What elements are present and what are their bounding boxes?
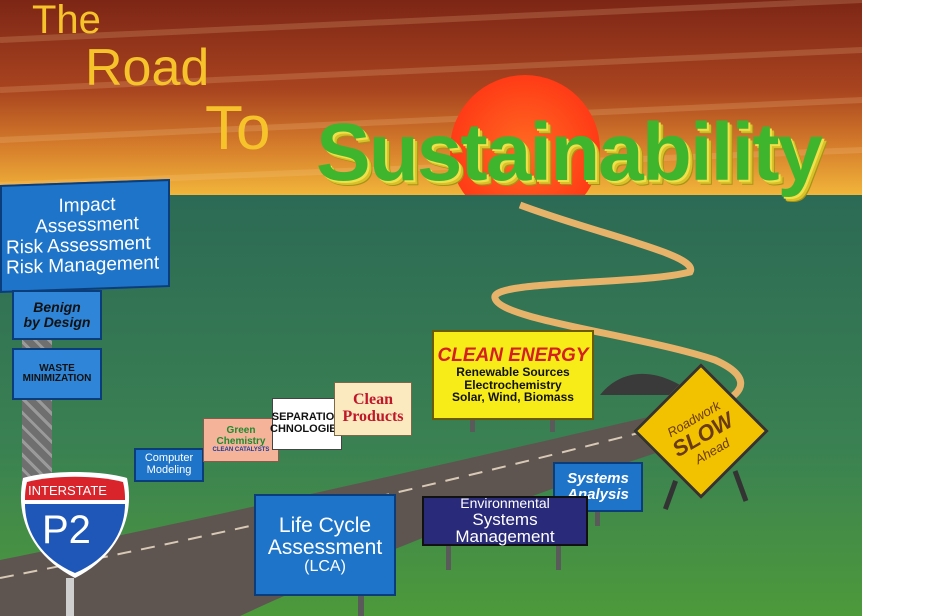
sign-benign-by-design: Benign by Design bbox=[12, 290, 102, 340]
sign-env-line2: Systems Management bbox=[455, 509, 555, 547]
sign-lca-line2: Assessment bbox=[267, 535, 383, 559]
sky bbox=[0, 0, 862, 200]
clean-energy-post bbox=[470, 420, 475, 432]
interstate-label: INTERSTATE bbox=[28, 483, 107, 498]
sign-separation-technologies: SEPARATION CHNOLOGIES bbox=[270, 398, 344, 450]
sign-computer-modeling: Computer Modeling bbox=[134, 448, 204, 482]
sign-environmental-systems: Environmental Systems Management bbox=[422, 496, 588, 546]
sign-impact-assessment: Impact Assessment Risk Assessment Risk M… bbox=[0, 179, 170, 293]
interstate-p2-shield bbox=[20, 472, 130, 578]
sign-separation-line2: CHNOLOGIES bbox=[270, 423, 344, 435]
sign-green-line3: CLEAN CATALYSTS bbox=[212, 447, 270, 454]
sign-computer-line2: Modeling bbox=[146, 464, 192, 476]
sign-waste-line1: WASTE bbox=[39, 362, 75, 374]
env-post-left bbox=[446, 546, 451, 570]
sign-systems-line1: Systems bbox=[567, 470, 629, 488]
interstate-p2: P2 bbox=[42, 508, 91, 552]
sign-computer-line1: Computer bbox=[144, 452, 194, 465]
shield-post bbox=[66, 578, 74, 616]
sign-clean-energy-heading: CLEAN ENERGY bbox=[437, 345, 589, 367]
sign-benign-line1: Benign bbox=[33, 299, 81, 316]
lca-post bbox=[358, 596, 364, 616]
sign-clean-products-line1: Clean bbox=[353, 391, 393, 409]
sign-lca-line3: (LCA) bbox=[304, 557, 346, 575]
sign-clean-products-line2: Products bbox=[342, 408, 404, 425]
winding-road bbox=[491, 201, 744, 414]
clean-energy-post-2 bbox=[550, 420, 555, 432]
sign-lca-line1: Life Cycle bbox=[278, 513, 372, 537]
road-to-sustainability-illustration: The Road To Sustainability Impact Assess… bbox=[0, 0, 862, 616]
sign-waste-line2: MINIMIZATION bbox=[22, 373, 92, 384]
title-to: To bbox=[205, 94, 271, 163]
sign-benign-line2: by Design bbox=[23, 314, 91, 330]
sign-clean-energy-line2: Electrochemistry bbox=[464, 377, 562, 392]
sign-clean-energy-line1: Renewable Sources bbox=[456, 365, 570, 380]
title-road: Road bbox=[85, 39, 210, 97]
sign-clean-energy: CLEAN ENERGY Renewable Sources Electroch… bbox=[432, 330, 594, 420]
systems-post bbox=[595, 512, 600, 526]
headline-sustainability: Sustainability bbox=[316, 107, 823, 198]
sign-separation-line1: SEPARATION bbox=[271, 411, 343, 424]
sign-green-chemistry: Green Chemistry CLEAN CATALYSTS bbox=[203, 418, 279, 462]
sign-env-line1: Environmental bbox=[460, 494, 550, 511]
sign-clean-products: Clean Products bbox=[334, 382, 412, 436]
sign-clean-energy-line3: Solar, Wind, Biomass bbox=[452, 390, 574, 405]
sign-green-line1: Green bbox=[226, 425, 256, 437]
sign-systems-analysis: Systems Analysis bbox=[553, 462, 643, 512]
sign-impact-line3: Risk Management bbox=[6, 252, 160, 279]
sign-waste-minimization: WASTE MINIMIZATION bbox=[12, 348, 102, 400]
sign-green-line2: Chemistry bbox=[216, 435, 266, 447]
env-post-right bbox=[556, 546, 561, 570]
sign-life-cycle-assessment: Life Cycle Assessment (LCA) bbox=[254, 494, 396, 596]
sun bbox=[450, 75, 600, 225]
title-the: The bbox=[32, 0, 101, 42]
